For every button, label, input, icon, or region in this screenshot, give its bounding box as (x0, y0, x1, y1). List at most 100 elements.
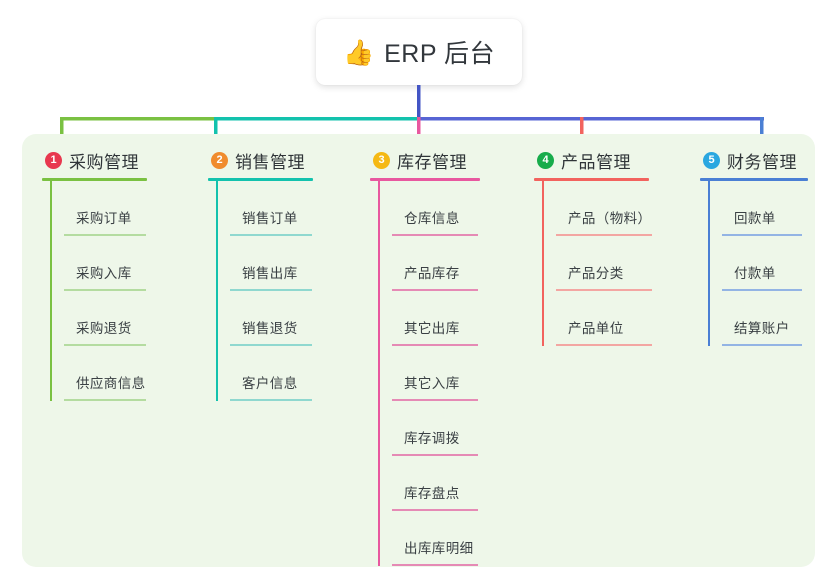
column-3: 3 库存管理仓库信息产品库存其它出库其它入库库存调拨库存盘点出库库明细 (370, 147, 520, 566)
column-rule-3 (370, 178, 480, 181)
leaf-item[interactable]: 仓库信息 (392, 181, 478, 236)
leaf-label: 采购退货 (76, 321, 132, 336)
leaf-item[interactable]: 采购订单 (64, 181, 146, 236)
leaf-item[interactable]: 销售退货 (230, 291, 312, 346)
leaf-rule (392, 399, 478, 401)
leaf-rule (392, 509, 478, 511)
leaf-rule (392, 289, 478, 291)
column-body-3: 仓库信息产品库存其它出库其它入库库存调拨库存盘点出库库明细 (370, 181, 520, 566)
leaf-item[interactable]: 采购入库 (64, 236, 146, 291)
leaf-item[interactable]: 其它入库 (392, 346, 478, 401)
column-4: 4 产品管理产品（物料） 产品分类产品单位 (534, 147, 694, 346)
column-header-5[interactable]: 5 财务管理 (700, 147, 839, 173)
column-body-5: 回款单付款单结算账户 (700, 181, 839, 346)
leaf-rule (64, 399, 146, 401)
column-header-1[interactable]: 1 采购管理 (42, 147, 192, 173)
leaf-item[interactable]: 结算账户 (722, 291, 802, 346)
thumbs-up-icon: 👍 (342, 37, 375, 67)
leaf-label: 采购入库 (76, 266, 132, 281)
leaf-item[interactable]: 销售订单 (230, 181, 312, 236)
leaf-label: 库存盘点 (404, 486, 460, 501)
leaf-label: 客户信息 (242, 376, 298, 391)
leaf-label: 其它入库 (404, 376, 460, 391)
leaf-label: 回款单 (734, 211, 776, 226)
leaf-item[interactable]: 采购退货 (64, 291, 146, 346)
column-5: 5 财务管理回款单付款单结算账户 (700, 147, 839, 346)
leaf-label: 销售出库 (242, 266, 298, 281)
leaf-rule (722, 289, 802, 291)
column-title-3: 库存管理 (397, 152, 467, 172)
column-spine-2 (216, 181, 218, 401)
leaf-rule (230, 399, 312, 401)
leaf-item[interactable]: 产品分类 (556, 236, 652, 291)
column-title-1: 采购管理 (69, 152, 139, 172)
leaf-item[interactable]: 产品（物料） (556, 181, 652, 236)
leaf-rule (556, 289, 652, 291)
column-1: 1 采购管理采购订单采购入库采购退货供应商信息 (42, 147, 192, 401)
leaf-label: 其它出库 (404, 321, 460, 336)
column-header-2[interactable]: 2 销售管理 (208, 147, 358, 173)
leaf-label: 采购订单 (76, 211, 132, 226)
column-title-5: 财务管理 (727, 152, 797, 172)
page-title: ERP 后台 (384, 40, 496, 68)
diagram-panel (22, 134, 815, 567)
column-rule-4 (534, 178, 649, 181)
column-spine-5 (708, 181, 710, 346)
column-badge-5: 5 (703, 151, 720, 169)
column-title-4: 产品管理 (561, 152, 631, 172)
column-title-2: 销售管理 (235, 152, 305, 172)
leaf-item[interactable]: 库存盘点 (392, 456, 478, 511)
leaf-item[interactable]: 出库库明细 (392, 511, 478, 566)
leaf-label: 仓库信息 (404, 211, 460, 226)
leaf-item[interactable]: 销售出库 (230, 236, 312, 291)
column-header-4[interactable]: 4 产品管理 (534, 147, 694, 173)
leaf-item[interactable]: 客户信息 (230, 346, 312, 401)
column-badge-1: 1 (45, 151, 62, 169)
leaf-item[interactable]: 供应商信息 (64, 346, 146, 401)
leaf-item[interactable]: 产品库存 (392, 236, 478, 291)
leaf-rule (230, 234, 312, 236)
connector-bar-mid (214, 117, 419, 121)
leaf-item[interactable]: 其它出库 (392, 291, 478, 346)
leaf-label: 出库库明细 (404, 541, 474, 556)
leaf-rule (556, 344, 652, 346)
connector-bar-right (417, 117, 764, 121)
leaf-rule (722, 234, 802, 236)
column-badge-2: 2 (211, 151, 228, 169)
root-title-card[interactable]: 👍 ERP 后台 (316, 19, 522, 85)
column-badge-4: 4 (537, 151, 554, 169)
leaf-rule (556, 234, 652, 236)
column-spine-3 (378, 181, 380, 566)
column-spine-4 (542, 181, 544, 346)
leaf-rule (722, 344, 802, 346)
column-header-3[interactable]: 3 库存管理 (370, 147, 520, 173)
column-badge-3: 3 (373, 151, 390, 169)
leaf-label: 产品分类 (568, 266, 624, 281)
leaf-rule (64, 289, 146, 291)
leaf-label: 结算账户 (734, 321, 790, 336)
leaf-rule (230, 344, 312, 346)
leaf-label: 供应商信息 (76, 376, 146, 391)
leaf-label: 产品单位 (568, 321, 624, 336)
leaf-rule (392, 234, 478, 236)
leaf-rule (392, 454, 478, 456)
leaf-item[interactable]: 付款单 (722, 236, 802, 291)
leaf-item[interactable]: 产品单位 (556, 291, 652, 346)
column-rule-5 (700, 178, 808, 181)
leaf-item[interactable]: 回款单 (722, 181, 802, 236)
column-body-4: 产品（物料） 产品分类产品单位 (534, 181, 694, 346)
leaf-label: 付款单 (734, 266, 776, 281)
leaf-item[interactable]: 库存调拨 (392, 401, 478, 456)
leaf-label: 销售退货 (242, 321, 298, 336)
leaf-label: 销售订单 (242, 211, 298, 226)
connector-stem (417, 85, 421, 118)
leaf-rule (64, 344, 146, 346)
leaf-label: 库存调拨 (404, 431, 460, 446)
column-2: 2 销售管理销售订单销售出库销售退货客户信息 (208, 147, 358, 401)
connector-bar-left (60, 117, 215, 121)
column-rule-1 (42, 178, 147, 181)
leaf-label: 产品（物料） (568, 211, 652, 226)
leaf-rule (64, 234, 146, 236)
leaf-rule (392, 564, 478, 566)
leaf-rule (392, 344, 478, 346)
